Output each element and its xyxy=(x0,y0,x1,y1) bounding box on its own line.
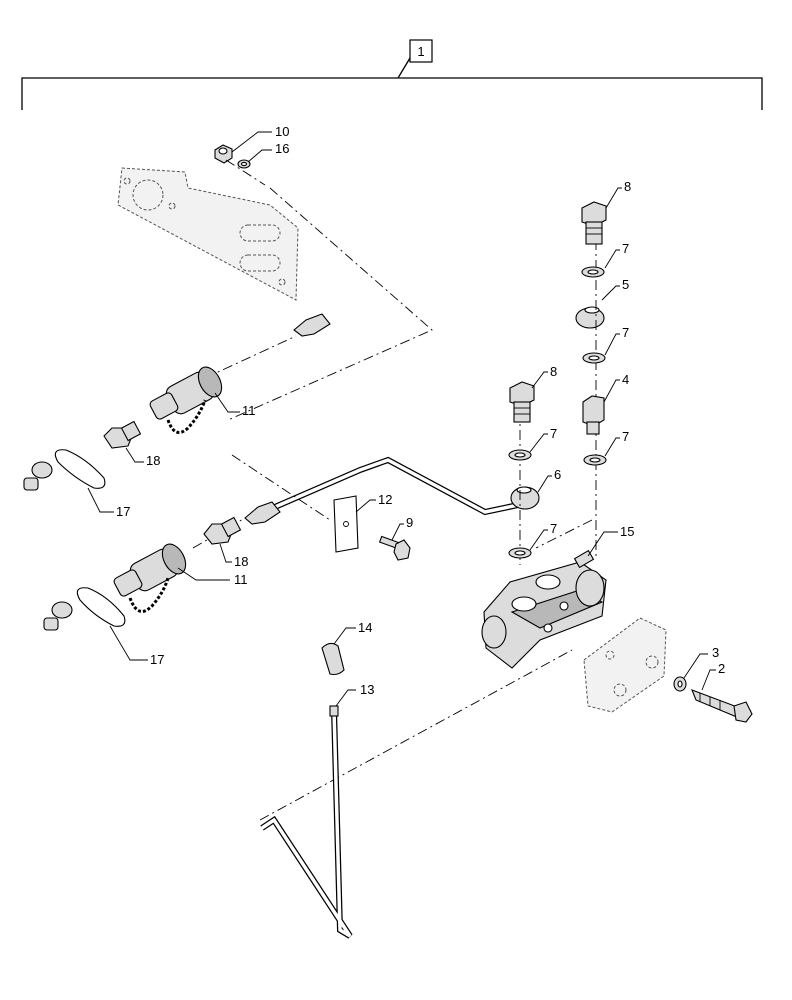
nut-10 xyxy=(214,144,233,164)
callout-15: 15 xyxy=(620,524,634,539)
handle-knob-14 xyxy=(321,642,345,676)
washer-3 xyxy=(673,676,687,692)
o-ring-7-b xyxy=(582,352,606,364)
callout-7-b: 7 xyxy=(622,325,629,340)
fitting-18-upper xyxy=(103,420,142,449)
assembly-centerlines xyxy=(192,187,597,821)
callout-18-upper: 18 xyxy=(146,453,160,468)
callout-18-lower: 18 xyxy=(234,554,248,569)
bolt-9 xyxy=(378,535,411,561)
callout-7-e: 7 xyxy=(550,521,557,536)
callout-11-upper: 11 xyxy=(242,403,256,418)
callout-7-d: 7 xyxy=(622,429,629,444)
callout-5: 5 xyxy=(622,277,629,292)
callout-7-c: 7 xyxy=(550,426,557,441)
callout-6: 6 xyxy=(554,467,561,482)
washer-16 xyxy=(237,159,251,169)
fitting-18-lower xyxy=(203,516,242,545)
callout-17-lower: 17 xyxy=(150,652,164,667)
o-ring-7-d xyxy=(583,454,607,466)
banjo-bolt-8-lower xyxy=(509,381,535,423)
quick-coupler-11-upper xyxy=(149,366,223,434)
control-lever-13 xyxy=(260,705,353,939)
callout-11-lower: 11 xyxy=(234,572,248,587)
callout-4: 4 xyxy=(622,372,629,387)
callout-13: 13 xyxy=(360,682,374,697)
assembly-bracket: 1 xyxy=(21,39,763,110)
callout-14: 14 xyxy=(358,620,372,635)
dust-cap-17-lower xyxy=(43,587,126,631)
callout-8-lower: 8 xyxy=(550,364,557,379)
o-ring-7-a xyxy=(581,266,605,278)
callout-3: 3 xyxy=(712,645,719,660)
callout-17-upper: 17 xyxy=(116,504,130,519)
control-valve-15 xyxy=(481,549,607,669)
callout-7-a: 7 xyxy=(622,241,629,256)
callouts: 10 16 8 7 5 7 8 4 7 7 11 18 17 6 12 9 7 xyxy=(87,124,725,707)
upper-hydraulic-tube xyxy=(293,260,605,337)
bolt-2 xyxy=(691,689,753,723)
o-ring-7-c xyxy=(508,449,532,461)
callout-8-upper: 8 xyxy=(624,179,631,194)
mounting-plate-ghost xyxy=(117,167,299,301)
valve-back-plate-ghost xyxy=(583,617,667,713)
assembly-callout: 1 xyxy=(417,44,424,59)
banjo-bolt-8-upper xyxy=(581,201,607,245)
callout-10: 10 xyxy=(275,124,289,139)
callout-2: 2 xyxy=(718,661,725,676)
callout-9: 9 xyxy=(406,515,413,530)
callout-16: 16 xyxy=(275,141,289,156)
o-ring-7-e xyxy=(508,547,532,559)
bracket-12 xyxy=(333,495,359,553)
callout-12: 12 xyxy=(378,492,392,507)
adapter-4 xyxy=(582,395,605,435)
quick-coupler-11-lower xyxy=(113,543,187,613)
lower-hydraulic-tube xyxy=(244,456,540,525)
dust-cap-17-upper xyxy=(23,449,106,491)
